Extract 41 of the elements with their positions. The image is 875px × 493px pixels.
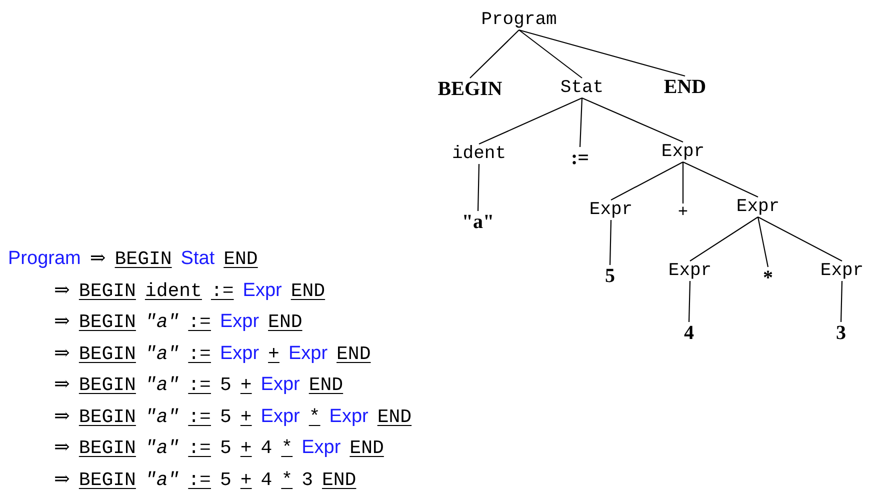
tree-node-label: 3 bbox=[836, 323, 846, 343]
tree-node-label: END bbox=[664, 77, 706, 97]
tree-edge bbox=[478, 98, 582, 144]
tree-node-label: Expr bbox=[589, 201, 633, 219]
derivation-line: ⇒ BEGIN "a" := 5 + 4 * Expr END bbox=[54, 435, 384, 460]
derivation-line: ⇒ BEGIN "a" := Expr END bbox=[54, 309, 302, 334]
tree-edge bbox=[470, 30, 520, 78]
tree-node-label: Expr bbox=[736, 198, 780, 216]
derivation-line: Program ⇒ BEGIN Stat END bbox=[8, 246, 258, 271]
tree-edge bbox=[582, 98, 684, 142]
tree-node-label: ident bbox=[452, 145, 506, 163]
tree-node-label: 4 bbox=[684, 323, 694, 343]
tree-edge bbox=[840, 280, 843, 322]
tree-node-label: Stat bbox=[560, 79, 604, 97]
derivation-line: ⇒ BEGIN ident := Expr END bbox=[54, 278, 326, 302]
tree-edge bbox=[682, 162, 758, 198]
tree-node-label: Expr bbox=[820, 262, 864, 280]
derivation-line: ⇒ BEGIN "a" := 5 + Expr END bbox=[54, 372, 344, 397]
tree-edge bbox=[518, 30, 582, 78]
tree-node-label: * bbox=[763, 268, 773, 288]
tree-node-label: "a" bbox=[462, 212, 494, 232]
tree-node-label: Expr bbox=[668, 262, 712, 280]
tree-edge bbox=[579, 98, 583, 148]
tree-node-label: BEGIN bbox=[438, 79, 502, 99]
tree-edge bbox=[758, 216, 842, 262]
derivation-line: ⇒ BEGIN "a" := Expr + Expr END bbox=[54, 340, 371, 366]
tree-edge bbox=[610, 162, 684, 200]
derivation-line: ⇒ BEGIN "a" := 5 + 4 * 3 END bbox=[54, 466, 356, 492]
tree-edge bbox=[609, 220, 612, 266]
tree-edge bbox=[477, 164, 480, 212]
derivation-line: ⇒ BEGIN "a" := 5 + Expr * Expr END bbox=[54, 404, 412, 428]
tree-edge bbox=[757, 216, 769, 268]
tree-edge bbox=[688, 280, 691, 322]
tree-edge bbox=[518, 29, 686, 77]
tree-node-label: Program bbox=[481, 11, 557, 29]
tree-edge bbox=[690, 216, 758, 262]
tree-node-label: 5 bbox=[605, 266, 615, 286]
tree-node-label: := bbox=[570, 148, 590, 168]
tree-edge bbox=[682, 162, 684, 204]
tree-node-label: Expr bbox=[661, 143, 705, 161]
tree-node-label: + bbox=[678, 204, 688, 222]
